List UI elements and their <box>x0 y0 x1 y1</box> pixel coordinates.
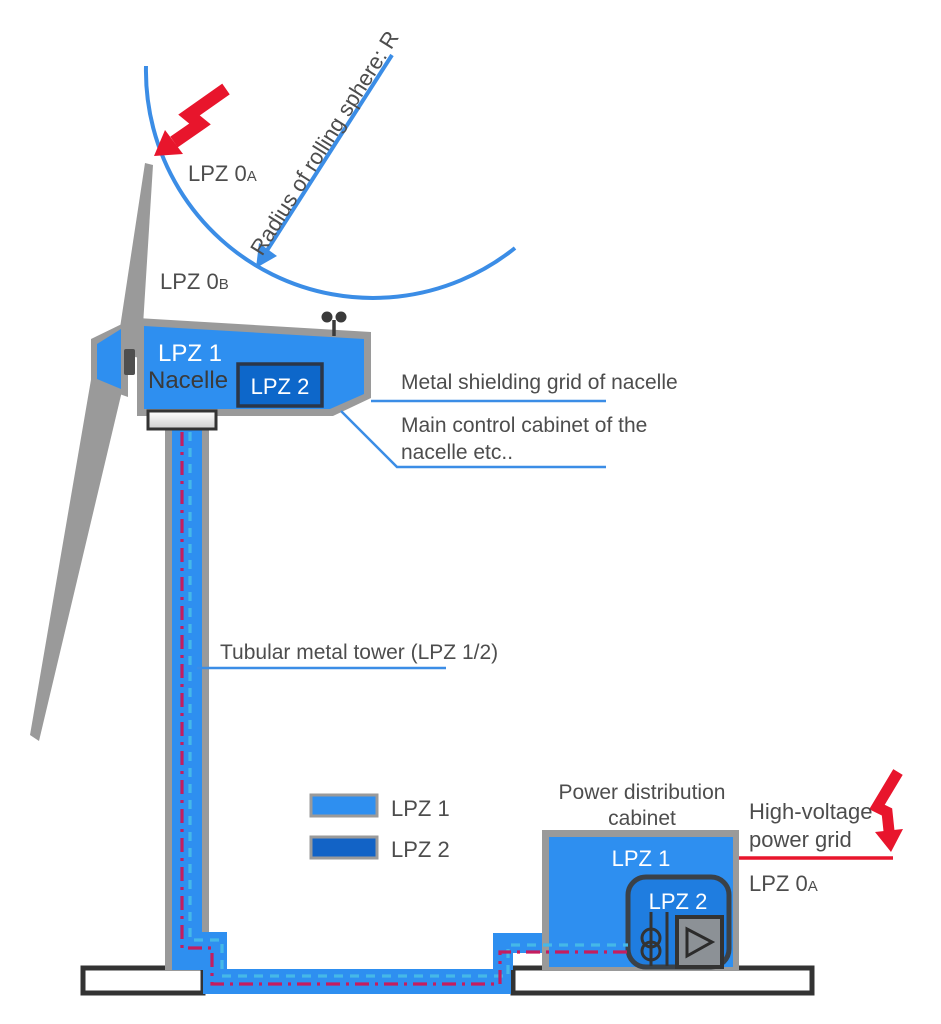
lpz0a-top-label: LPZ 0A <box>188 161 257 186</box>
rolling-sphere-label: Radius of rolling sphere: R <box>245 26 404 259</box>
main-control-label-1: Main control cabinet of the <box>401 414 647 437</box>
lpz0b-label: LPZ 0B <box>160 269 229 294</box>
cabinet-lpz1-label: LPZ 1 <box>612 846 671 871</box>
radius-arrowhead-icon <box>256 243 277 268</box>
nacelle-lpz2-label: LPZ 2 <box>251 374 310 399</box>
lightning-grid-icon <box>869 769 903 852</box>
converter-icon <box>675 915 724 969</box>
power-cabinet-label-2: cabinet <box>608 807 676 830</box>
power-cabinet-label-1: Power distribution <box>559 781 726 804</box>
tower-inner <box>172 420 202 970</box>
transformer-icon <box>640 912 669 966</box>
signal-cable <box>188 432 628 978</box>
power-cable <box>180 432 628 986</box>
turbine-blade-upper <box>116 163 153 358</box>
foundation-left <box>80 965 206 996</box>
bedplate <box>146 409 218 431</box>
nacelle-name-label: Nacelle <box>148 367 228 394</box>
legend: LPZ 1 LPZ 2 <box>309 793 450 862</box>
hv-label-2: power grid <box>749 827 852 852</box>
legend-label-lpz2: LPZ 2 <box>391 837 450 862</box>
foundation-right <box>510 965 815 996</box>
hub-inner <box>97 329 121 389</box>
cabinet-lpz2-label: LPZ 2 <box>649 889 708 914</box>
legend-label-lpz1: LPZ 1 <box>391 796 450 821</box>
rolling-sphere-arc <box>143 65 517 300</box>
anemometer-icon <box>321 311 347 336</box>
lpz0a-bottom-label: LPZ 0A <box>749 871 818 896</box>
radius-label-group: Radius of rolling sphere: R <box>245 26 404 259</box>
nacelle-lpz1-label: LPZ 1 <box>158 340 222 367</box>
callout-line-main-control <box>340 410 606 469</box>
legend-swatch-lpz1 <box>309 793 379 818</box>
main-control-label-2: nacelle etc.. <box>401 441 513 464</box>
legend-swatch-lpz2 <box>309 835 379 860</box>
nacelle-lpz2-box <box>236 362 324 408</box>
radius-arrow-line <box>264 53 394 254</box>
metal-shielding-label: Metal shielding grid of nacelle <box>401 371 678 394</box>
turbine-blade-lower <box>30 368 127 741</box>
tower-label: Tubular metal tower (LPZ 1/2) <box>220 641 498 664</box>
hv-label-1: High-voltage <box>749 799 873 824</box>
lightning-strike-icon <box>154 83 230 156</box>
blade-root-shaft <box>124 349 135 375</box>
